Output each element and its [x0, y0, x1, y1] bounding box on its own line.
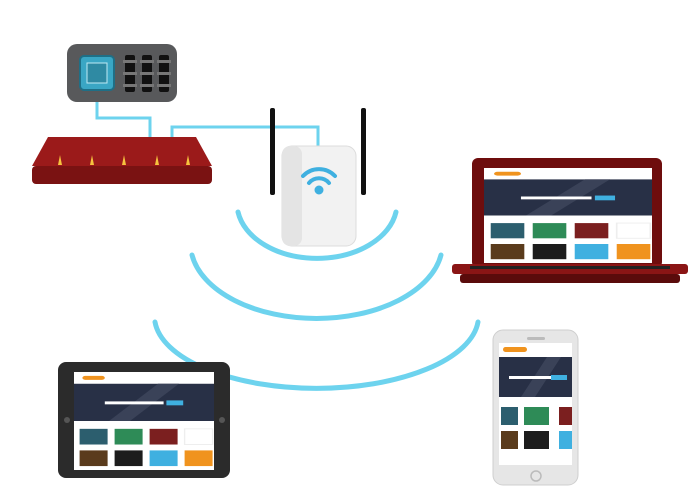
tablet: [58, 362, 230, 478]
smartphone: [492, 329, 579, 486]
wall-ethernet-jack: [67, 44, 177, 102]
router: [32, 137, 212, 184]
ethernet-cables: [95, 88, 320, 147]
cable-jack-to-router: [95, 88, 152, 137]
wifi-icon: [301, 167, 337, 195]
signal-arc-3: [152, 319, 481, 391]
laptop: [452, 158, 688, 283]
signal-arc-2: [189, 252, 444, 321]
signal-arc-1: [235, 209, 399, 261]
wifi-signal-arcs: [152, 209, 481, 391]
router-leds: [58, 155, 190, 165]
cable-router-to-extender: [170, 125, 320, 147]
wifi-extender: [270, 108, 366, 247]
